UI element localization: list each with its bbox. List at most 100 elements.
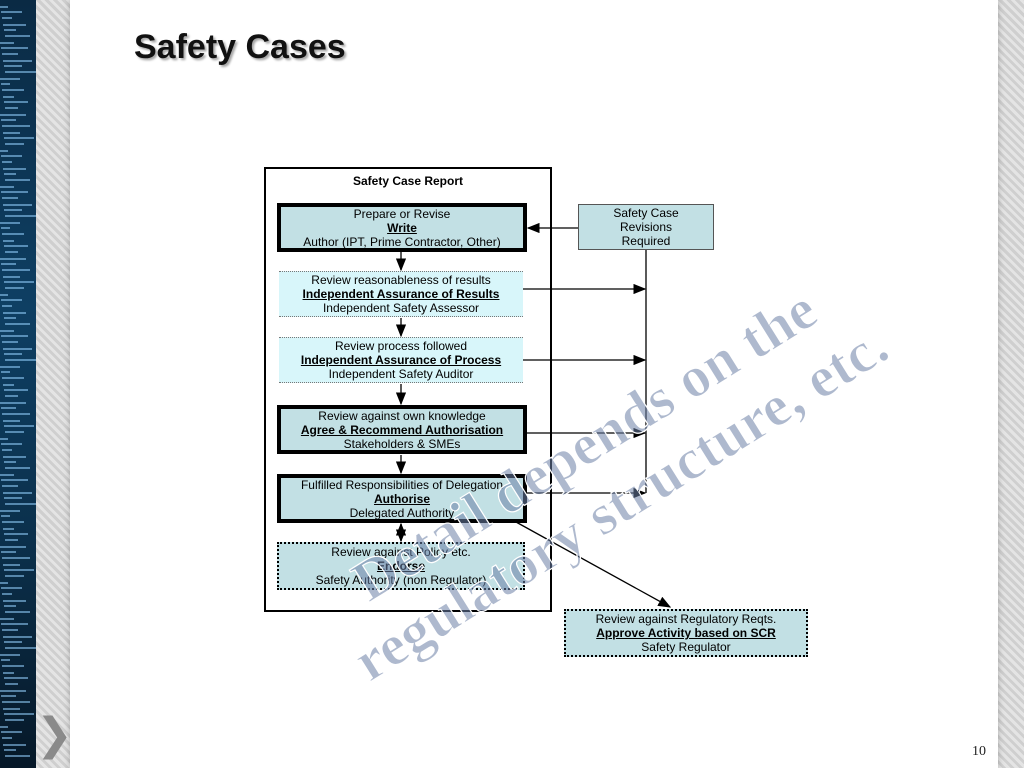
code-line-decoration <box>3 384 14 386</box>
code-line-decoration <box>5 35 30 37</box>
code-line-decoration <box>2 233 24 235</box>
code-line-decoration <box>2 701 30 703</box>
frame-title: Safety Case Report <box>352 174 464 188</box>
step-write-line1: Prepare or Revise <box>353 206 451 221</box>
code-line-decoration <box>3 168 26 170</box>
step-write-role: Author (IPT, Prime Contractor, Other) <box>303 234 501 249</box>
code-line-decoration <box>5 215 36 217</box>
code-line-decoration <box>0 222 20 224</box>
code-line-decoration <box>0 366 20 368</box>
code-line-decoration <box>2 485 18 487</box>
code-line-decoration <box>5 575 24 577</box>
code-line-decoration <box>1 407 16 409</box>
code-line-decoration <box>2 377 24 379</box>
code-line-decoration <box>2 413 30 415</box>
code-line-decoration <box>5 503 36 505</box>
code-line-decoration <box>2 737 12 739</box>
code-line-decoration <box>4 317 16 319</box>
regulator-action: Approve Activity based on SCR <box>596 626 776 640</box>
code-line-decoration <box>4 137 34 139</box>
code-line-decoration <box>5 107 18 109</box>
code-line-decoration <box>5 611 30 613</box>
code-line-decoration <box>0 582 8 584</box>
code-line-decoration <box>0 114 26 116</box>
step-process-action: Independent Assurance of Process <box>300 353 502 367</box>
code-line-decoration <box>4 245 28 247</box>
code-line-decoration <box>2 449 12 451</box>
code-line-decoration <box>4 641 22 643</box>
step-results-box: Review reasonableness of results Indepen… <box>279 271 523 317</box>
code-line-decoration <box>1 695 16 697</box>
code-line-decoration <box>4 209 22 211</box>
code-line-decoration <box>4 749 16 751</box>
code-line-decoration <box>3 96 14 98</box>
code-line-decoration <box>3 312 26 314</box>
code-line-decoration <box>1 299 22 301</box>
code-line-decoration <box>5 323 30 325</box>
code-line-decoration <box>1 731 22 733</box>
slide-title: Safety Cases <box>134 28 346 66</box>
code-line-decoration <box>3 24 26 26</box>
code-line-decoration <box>2 269 30 271</box>
code-line-decoration <box>2 53 18 55</box>
code-line-decoration <box>2 161 12 163</box>
code-line-decoration <box>1 623 28 625</box>
code-line-decoration <box>2 305 12 307</box>
code-line-decoration <box>4 389 28 391</box>
code-line-decoration <box>3 600 26 602</box>
code-line-decoration <box>1 587 22 589</box>
step-process-line1: Review process followed <box>334 339 468 353</box>
step-endorse-role: Safety Authority (non Regulator) <box>315 573 487 587</box>
code-line-decoration <box>5 467 30 469</box>
code-line-decoration <box>4 29 16 31</box>
code-line-decoration <box>1 191 28 193</box>
code-line-decoration <box>2 521 24 523</box>
regulator-role: Safety Regulator <box>641 640 731 654</box>
code-line-decoration <box>3 348 32 350</box>
code-line-decoration <box>0 78 20 80</box>
code-line-decoration <box>0 6 8 8</box>
step-authorise-role: Delegated Authority <box>349 505 455 520</box>
step-process-box: Review process followed Independent Assu… <box>279 337 523 383</box>
slide-canvas: Safety Cases 10 <box>70 0 998 768</box>
code-line-decoration <box>1 119 16 121</box>
code-line-decoration <box>3 420 20 422</box>
code-line-decoration <box>3 636 32 638</box>
code-line-decoration <box>0 42 14 44</box>
code-line-decoration <box>0 618 14 620</box>
code-line-decoration <box>1 443 22 445</box>
code-line-decoration <box>0 438 8 440</box>
code-line-decoration <box>4 461 16 463</box>
page-number: 10 <box>972 744 986 759</box>
code-line-decoration <box>2 593 12 595</box>
code-line-decoration <box>1 515 10 517</box>
code-line-decoration <box>1 659 10 661</box>
code-line-decoration <box>5 71 36 73</box>
revisions-line2: Revisions <box>619 220 673 234</box>
code-line-decoration <box>4 533 28 535</box>
code-line-decoration <box>4 497 22 499</box>
step-authorise-action: Authorise <box>373 491 430 506</box>
code-line-decoration <box>2 125 30 127</box>
code-line-decoration <box>0 510 20 512</box>
step-authorise-line1: Fulfilled Responsibilities of Delegation <box>300 477 504 492</box>
decorative-code-strip <box>0 0 36 768</box>
code-line-decoration <box>5 755 30 757</box>
code-line-decoration <box>3 276 20 278</box>
step-authorise-box: Fulfilled Responsibilities of Delegation… <box>277 474 527 523</box>
safety-case-report-frame <box>264 167 552 612</box>
code-line-decoration <box>1 47 28 49</box>
code-line-decoration <box>5 251 18 253</box>
code-line-decoration <box>3 132 20 134</box>
code-line-decoration <box>3 672 14 674</box>
revisions-box: Safety Case Revisions Required <box>578 204 714 250</box>
code-line-decoration <box>1 227 10 229</box>
code-line-decoration <box>2 89 24 91</box>
step-agree-role: Stakeholders & SMEs <box>343 436 461 451</box>
code-line-decoration <box>1 551 16 553</box>
code-line-decoration <box>2 629 18 631</box>
code-line-decoration <box>0 186 14 188</box>
code-line-decoration <box>5 287 24 289</box>
code-line-decoration <box>1 263 16 265</box>
